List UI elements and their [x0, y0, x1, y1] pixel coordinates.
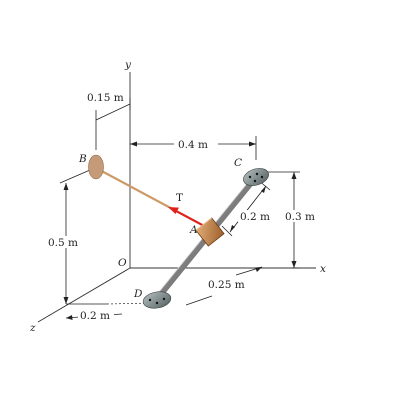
dim-05-arrow-top: [63, 183, 69, 190]
dim-03-label-bg: [284, 210, 320, 222]
dim-025-label-bg: [206, 278, 248, 290]
dim-03-arrow-bottom: [291, 261, 297, 268]
dim-02-top-line: [229, 185, 267, 233]
dim-02-top-label: 0.2 m: [240, 211, 270, 223]
dim-02-top-label-bg: [238, 210, 272, 222]
x-axis-label: x: [320, 263, 326, 275]
point-b-label: B: [78, 153, 87, 165]
dim-05-ext-top: [59, 169, 91, 184]
dim-025-label: 0.25 m: [208, 279, 245, 291]
bracket-c: [243, 168, 269, 186]
dim-04-label-bg: [174, 137, 218, 149]
dim-04-arrow-right: [249, 141, 256, 147]
dim-04-label: 0.4 m: [178, 139, 208, 151]
bracket-d: [142, 291, 172, 309]
dim-02-bottom-label-bg: [78, 309, 114, 321]
dim-05-label-bg: [46, 236, 86, 248]
y-axis-label: y: [124, 59, 132, 71]
force-t-label: T: [176, 192, 183, 204]
point-c-label: C: [234, 157, 242, 169]
force-t-arrowhead: [168, 207, 179, 214]
point-d-label: D: [133, 288, 143, 300]
dim-025-arrow-right: [255, 267, 262, 272]
z-axis-label: z: [29, 322, 36, 334]
anchor-b-disc: [88, 154, 104, 180]
dim-025-line-bottom: [185, 295, 213, 306]
dim-015-label: 0.15 m: [87, 92, 124, 104]
dim-02-top-arrow-c: [261, 186, 266, 193]
origin-label: O: [118, 257, 127, 269]
point-a-label: A: [189, 224, 198, 236]
dim-04-arrow-left: [130, 141, 137, 147]
force-t-shaft: [175, 210, 207, 228]
dim-03-arrow-top: [291, 172, 297, 179]
dim-02-top-ext-a: [221, 225, 233, 237]
dim-02-bottom-arrow: [66, 315, 73, 320]
dim-05-label: 0.5 m: [48, 237, 78, 249]
dim-02-top-arrow-a: [230, 225, 235, 232]
dim-03-label: 0.3 m: [285, 211, 315, 223]
collar-a: [195, 217, 225, 247]
z-axis: [37, 267, 131, 323]
dim-02-bottom-label: 0.2 m: [80, 310, 110, 322]
dim-05-arrow-bottom: [63, 297, 69, 304]
dim-015-leader: [95, 103, 131, 121]
